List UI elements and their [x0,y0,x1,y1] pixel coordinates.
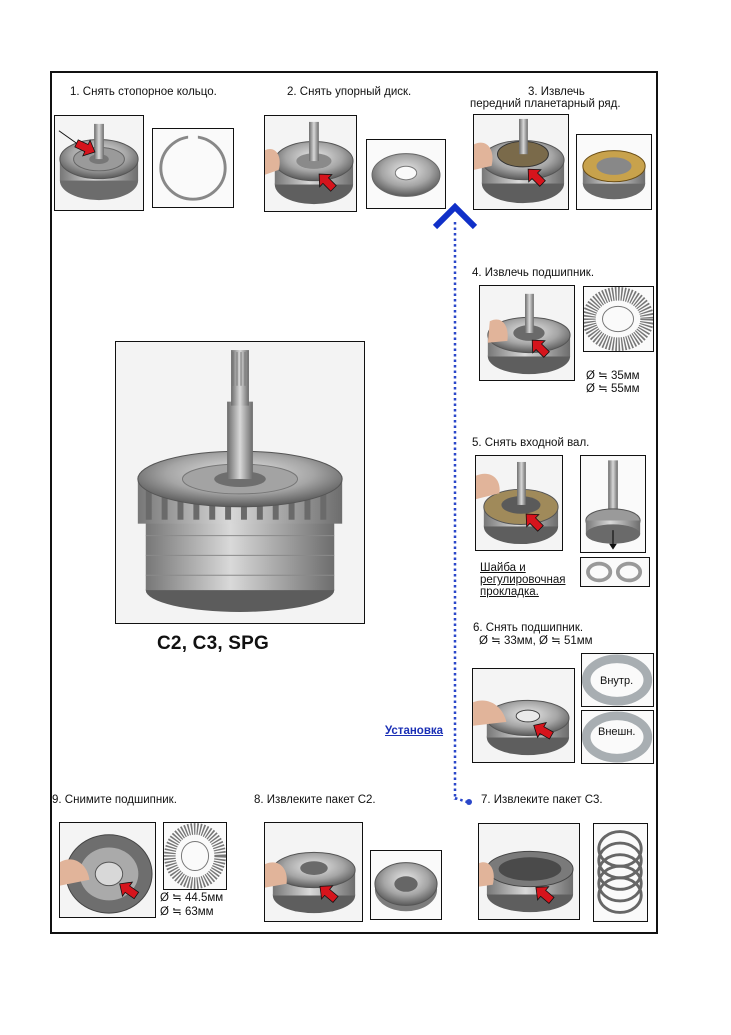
step-6-label-line1: 6. Снять подшипник. [473,622,584,634]
step-3-label-line2: передний планетарный ряд. [470,98,621,110]
step-9-label: 9. Снимите подшипник. [52,794,177,806]
step-1-label: 1. Снять стопорное кольцо. [70,86,217,98]
step-8-photo-drum [264,822,363,922]
step-3-photo-planetary [576,134,652,210]
step-2-photo-thrust-disc [366,139,446,209]
step-5-note-line2: регулировочная [480,574,566,586]
install-link[interactable]: Установка [385,725,444,737]
step-4-label: 4. Извлечь подшипник. [472,267,595,279]
assembly-photo [115,341,365,624]
step-4-photo-bearing [583,286,654,352]
step-9-dim-outer: Ø ≒ 63мм [160,906,214,918]
step-7-label: 7. Извлеките пакет С3. [481,794,603,806]
step-7-photo-clutch-pack [593,823,648,922]
step-6-outer-label: Внешн. [598,726,636,738]
step-5-photo-drum [475,455,563,551]
step-9-photo-bearing [163,822,227,890]
assembly-caption: C2, C3, SPG [157,633,270,654]
step-6-photo-drum [472,668,575,763]
step-1-photo-snap-ring [152,128,234,208]
step-5-photo-input-shaft [580,455,646,553]
step-8-photo-clutch-pack [370,850,442,920]
step-7-photo-drum [478,823,580,920]
step-8-label: 8. Извлеките пакет С2. [254,794,376,806]
chevron-up-icon [432,202,478,230]
step-4-photo-drum [479,285,575,381]
step-6-photo-inner-bearing [581,653,654,707]
step-2-photo-drum [264,115,357,212]
step-4-dim-outer: Ø ≒ 55мм [586,383,640,395]
step-5-photo-washers [580,557,650,587]
step-4-dim-inner: Ø ≒ 35мм [586,370,640,382]
step-6-label-line2: Ø ≒ 33мм, Ø ≒ 51мм [479,635,593,647]
step-3-photo-drum [473,114,569,210]
dotted-connector-line [453,222,472,805]
step-2-label: 2. Снять упорный диск. [287,86,412,98]
page-frame [50,71,658,934]
step-6-photo-outer-bearing [581,710,654,764]
step-9-dim-inner: Ø ≒ 44.5мм [160,892,224,904]
step-9-photo-drum [59,822,156,918]
step-1-photo-drum [54,115,144,211]
step-3-label-line1: 3. Извлечь [528,86,585,98]
step-5-label: 5. Снять входной вал. [472,437,590,449]
step-5-note-line1: Шайба и [480,562,526,574]
step-6-inner-label: Внутр. [600,675,634,687]
step-5-note-line3: прокладка. [480,586,539,598]
